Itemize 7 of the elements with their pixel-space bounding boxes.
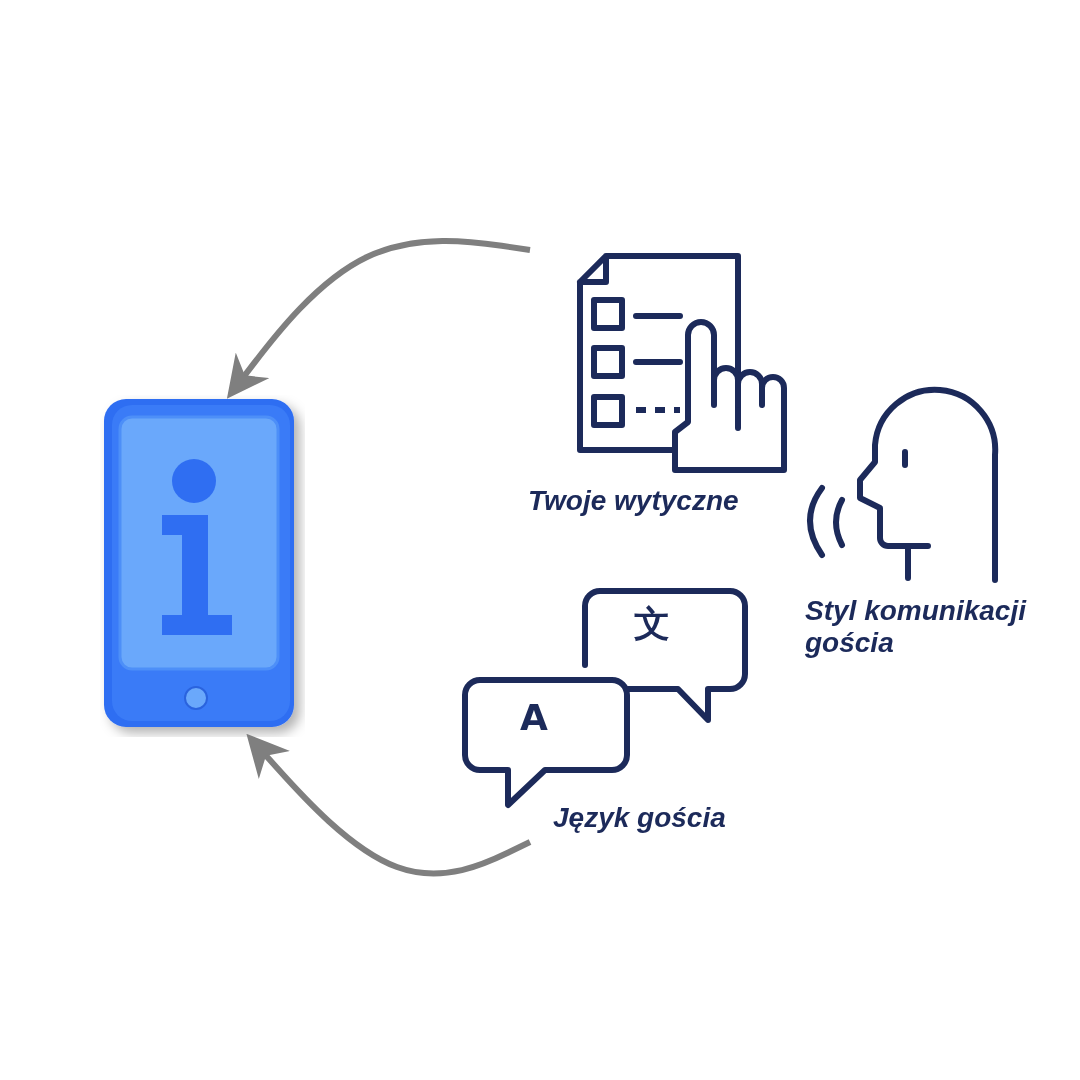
translation-glyph: 文 [634, 606, 670, 642]
caption-text: Twoje wytyczne [528, 485, 740, 518]
curved-arrow [226, 238, 531, 399]
translation-glyph: A [520, 700, 548, 736]
curved-arrow [246, 733, 532, 877]
caption-text: Język gościa [553, 802, 727, 835]
caption-text: Styl komunikacji gościa [805, 595, 1028, 660]
